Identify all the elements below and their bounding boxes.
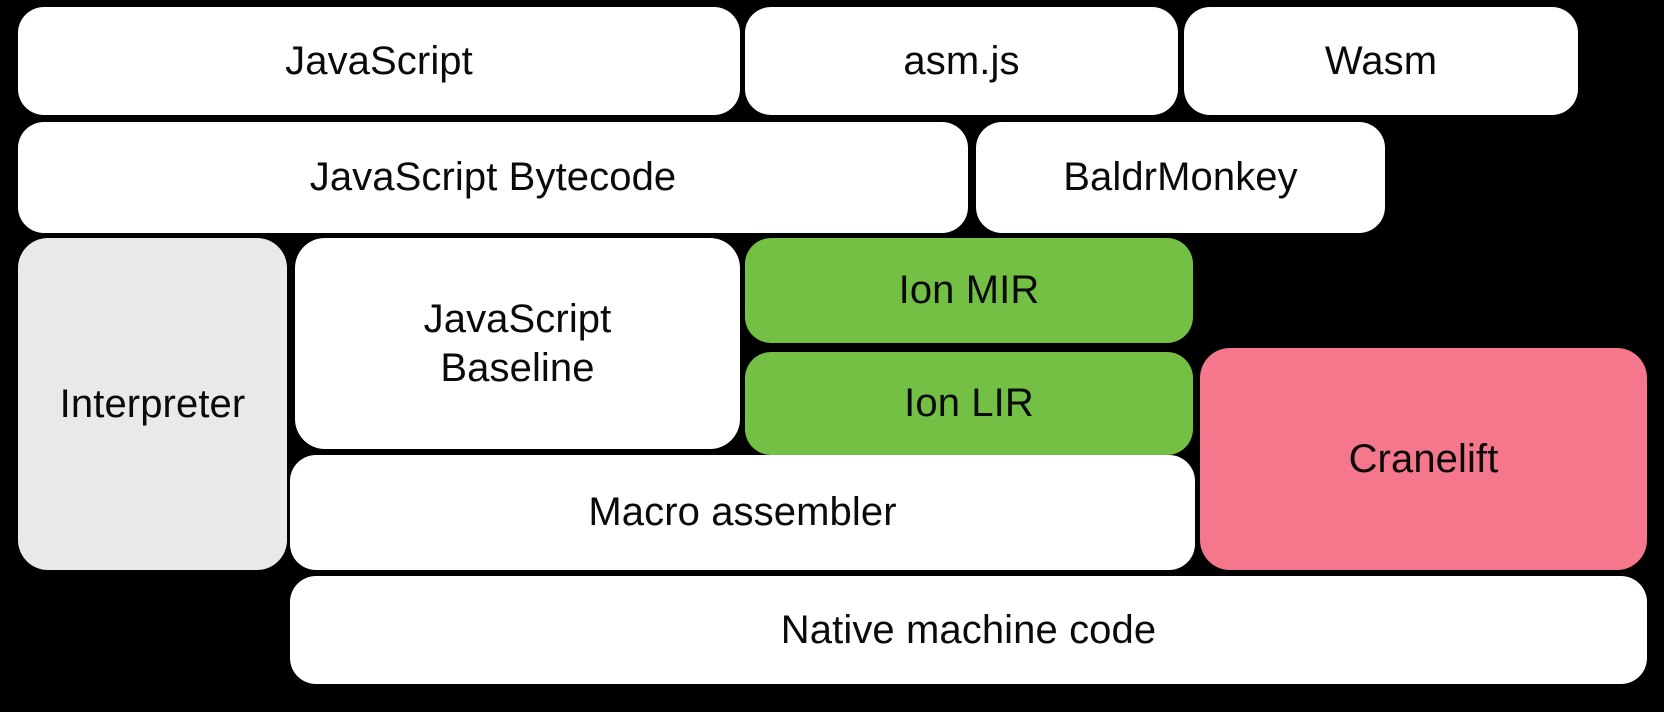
box-asmjs-label: asm.js bbox=[903, 38, 1020, 83]
box-native-machine-code-label: Native machine code bbox=[780, 607, 1157, 652]
box-interpreter: Interpreter bbox=[18, 238, 287, 570]
box-javascript-label: JavaScript bbox=[285, 38, 473, 83]
box-asmjs: asm.js bbox=[745, 7, 1178, 115]
box-javascript-bytecode-label: JavaScript Bytecode bbox=[309, 155, 677, 200]
box-native-machine-code: Native machine code bbox=[290, 576, 1647, 684]
box-macro-assembler: Macro assembler bbox=[290, 455, 1195, 570]
box-ion-mir: Ion MIR bbox=[745, 238, 1193, 343]
box-baldrmonkey-label: BaldrMonkey bbox=[1063, 155, 1298, 200]
box-javascript-bytecode: JavaScript Bytecode bbox=[18, 122, 968, 233]
box-wasm-label: Wasm bbox=[1324, 38, 1438, 83]
box-interpreter-label: Interpreter bbox=[59, 381, 246, 426]
box-ion-mir-label: Ion MIR bbox=[898, 268, 1040, 313]
box-macro-assembler-label: Macro assembler bbox=[588, 490, 897, 535]
box-cranelift: Cranelift bbox=[1200, 348, 1647, 570]
box-cranelift-label: Cranelift bbox=[1348, 436, 1499, 481]
box-javascript: JavaScript bbox=[18, 7, 740, 115]
box-wasm: Wasm bbox=[1184, 7, 1578, 115]
box-ion-lir-label: Ion LIR bbox=[904, 381, 1034, 426]
box-baldrmonkey: BaldrMonkey bbox=[976, 122, 1385, 233]
box-javascript-baseline-label: JavaScript Baseline bbox=[423, 296, 612, 390]
box-ion-lir: Ion LIR bbox=[745, 352, 1193, 455]
box-javascript-baseline: JavaScript Baseline bbox=[295, 238, 740, 449]
